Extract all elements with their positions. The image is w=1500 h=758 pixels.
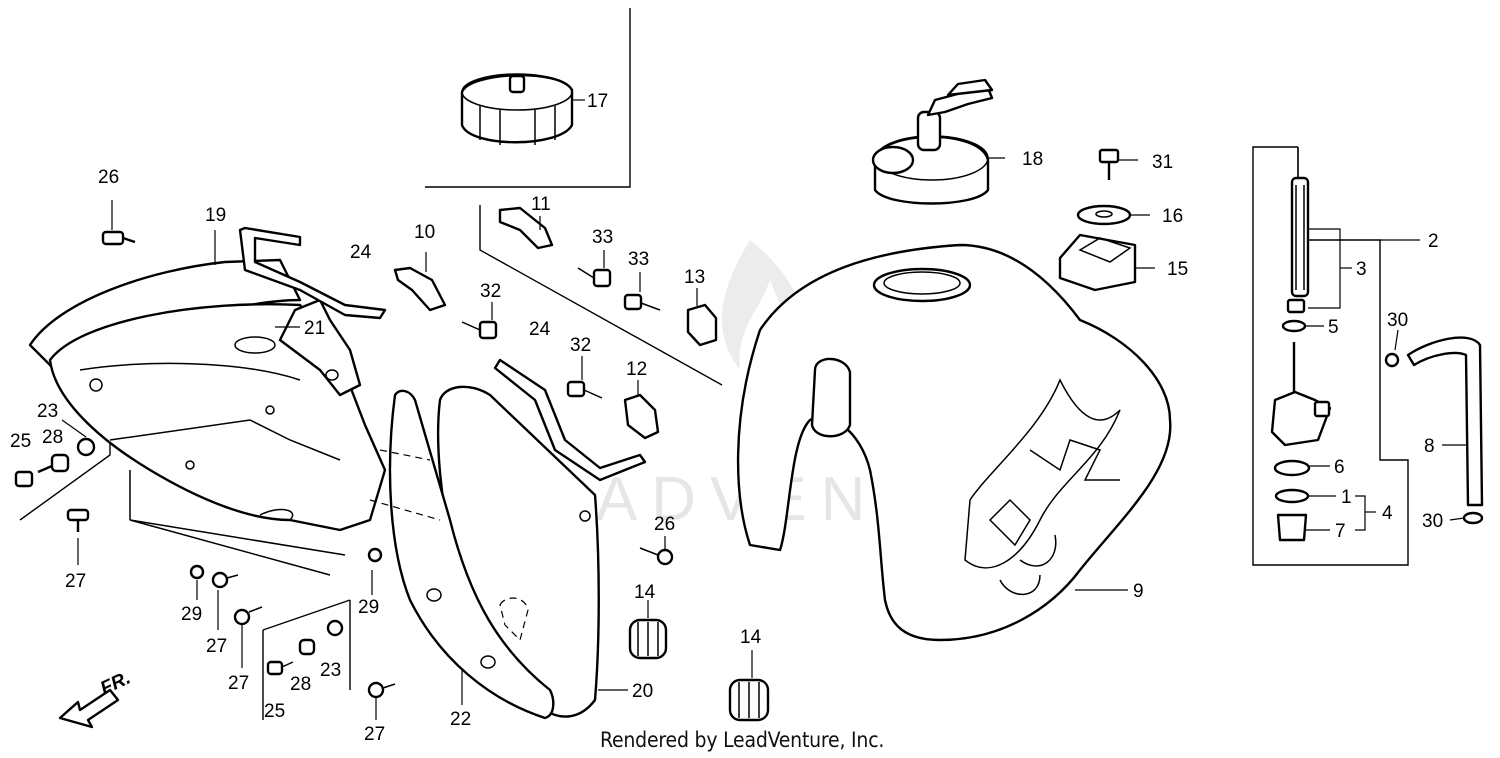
grommet-14-b (728, 650, 770, 722)
callout-8: 8 (1424, 436, 1435, 457)
callout-12: 12 (626, 359, 647, 380)
callout-10: 10 (414, 222, 435, 243)
fasteners-left (14, 200, 216, 565)
callout-24-right: 24 (529, 319, 551, 340)
callout-11: 11 (531, 194, 551, 215)
callout-30-upper: 30 (1387, 310, 1408, 331)
callout-13: 13 (684, 267, 705, 288)
callout-33-a: 33 (592, 227, 613, 248)
callout-16: 16 (1162, 206, 1183, 227)
callout-27-left: 27 (65, 571, 86, 592)
bracket-10 (393, 252, 447, 312)
callout-3: 3 (1356, 259, 1367, 280)
callout-32-b: 32 (570, 335, 591, 356)
clip-30-upper (1384, 329, 1400, 368)
washer-16 (1076, 204, 1150, 226)
callout-26-top: 26 (98, 167, 119, 188)
callout-6: 6 (1334, 457, 1345, 478)
under-cover-22 (369, 389, 628, 720)
callout-20: 20 (632, 681, 653, 702)
callout-25-lower: 25 (264, 701, 285, 722)
fuel-hose-8 (1406, 336, 1484, 507)
callout-27-d: 27 (364, 724, 385, 745)
callout-24-left: 24 (350, 242, 372, 263)
callout-labels: 17 18 31 16 15 2 3 5 30 6 8 1 4 7 30 9 2… (10, 91, 1443, 745)
callout-32-a: 32 (480, 281, 501, 302)
callout-25-left: 25 (10, 431, 31, 452)
bracket-21 (275, 298, 362, 397)
callout-30-lower: 30 (1422, 511, 1443, 532)
bolt-33-a (577, 250, 612, 288)
fasteners-lower (129, 470, 674, 720)
bracket-11 (498, 206, 554, 250)
fuel-tank-9 (736, 243, 1172, 642)
callout-27-b: 27 (206, 636, 227, 657)
fuel-cap-17 (460, 73, 585, 145)
callout-9: 9 (1133, 581, 1144, 602)
grommet-14-a (628, 600, 668, 660)
callout-14-b: 14 (740, 627, 762, 648)
bolt-33-b (623, 272, 661, 311)
bolt-31 (1098, 148, 1138, 180)
callout-28-lower: 28 (290, 674, 311, 695)
callout-17: 17 (587, 91, 608, 112)
callout-28-left: 28 (42, 427, 63, 448)
locking-fuel-cap-18 (871, 78, 1005, 205)
callout-33-b: 33 (628, 249, 649, 270)
callout-22: 22 (450, 709, 471, 730)
callout-7: 7 (1335, 521, 1346, 542)
callout-31: 31 (1152, 152, 1173, 173)
callout-29-a: 29 (181, 604, 202, 625)
diagram-frames (19, 8, 1409, 720)
fuel-valve-assembly (1270, 176, 1420, 542)
callout-26-right: 26 (654, 514, 675, 535)
left-shroud-19 (28, 258, 387, 532)
bracket-13 (686, 288, 718, 347)
footer-credit: Rendered by LeadVenture, Inc. (600, 728, 885, 752)
callout-18: 18 (1022, 149, 1043, 170)
bolt-32-a (461, 302, 498, 340)
callout-23-left: 23 (37, 401, 58, 422)
bracket-12 (623, 380, 660, 440)
callout-2: 2 (1428, 231, 1439, 252)
callout-4: 4 (1382, 503, 1393, 524)
front-direction-arrow: FR. (58, 668, 134, 729)
callout-1: 1 (1341, 487, 1352, 508)
callout-27-c: 27 (228, 673, 249, 694)
stay-24-left (238, 226, 387, 320)
callout-19: 19 (205, 205, 226, 226)
callout-15: 15 (1167, 259, 1188, 280)
callout-23-lower: 23 (320, 660, 341, 681)
callout-14-a: 14 (634, 582, 656, 603)
callout-5: 5 (1328, 317, 1339, 338)
callout-29-b: 29 (358, 597, 379, 618)
bolt-32-b (566, 356, 603, 399)
callout-21: 21 (304, 318, 325, 339)
rubber-mount-15 (1058, 233, 1155, 292)
stay-24-right (493, 358, 647, 482)
clip-30-lower (1449, 511, 1484, 525)
